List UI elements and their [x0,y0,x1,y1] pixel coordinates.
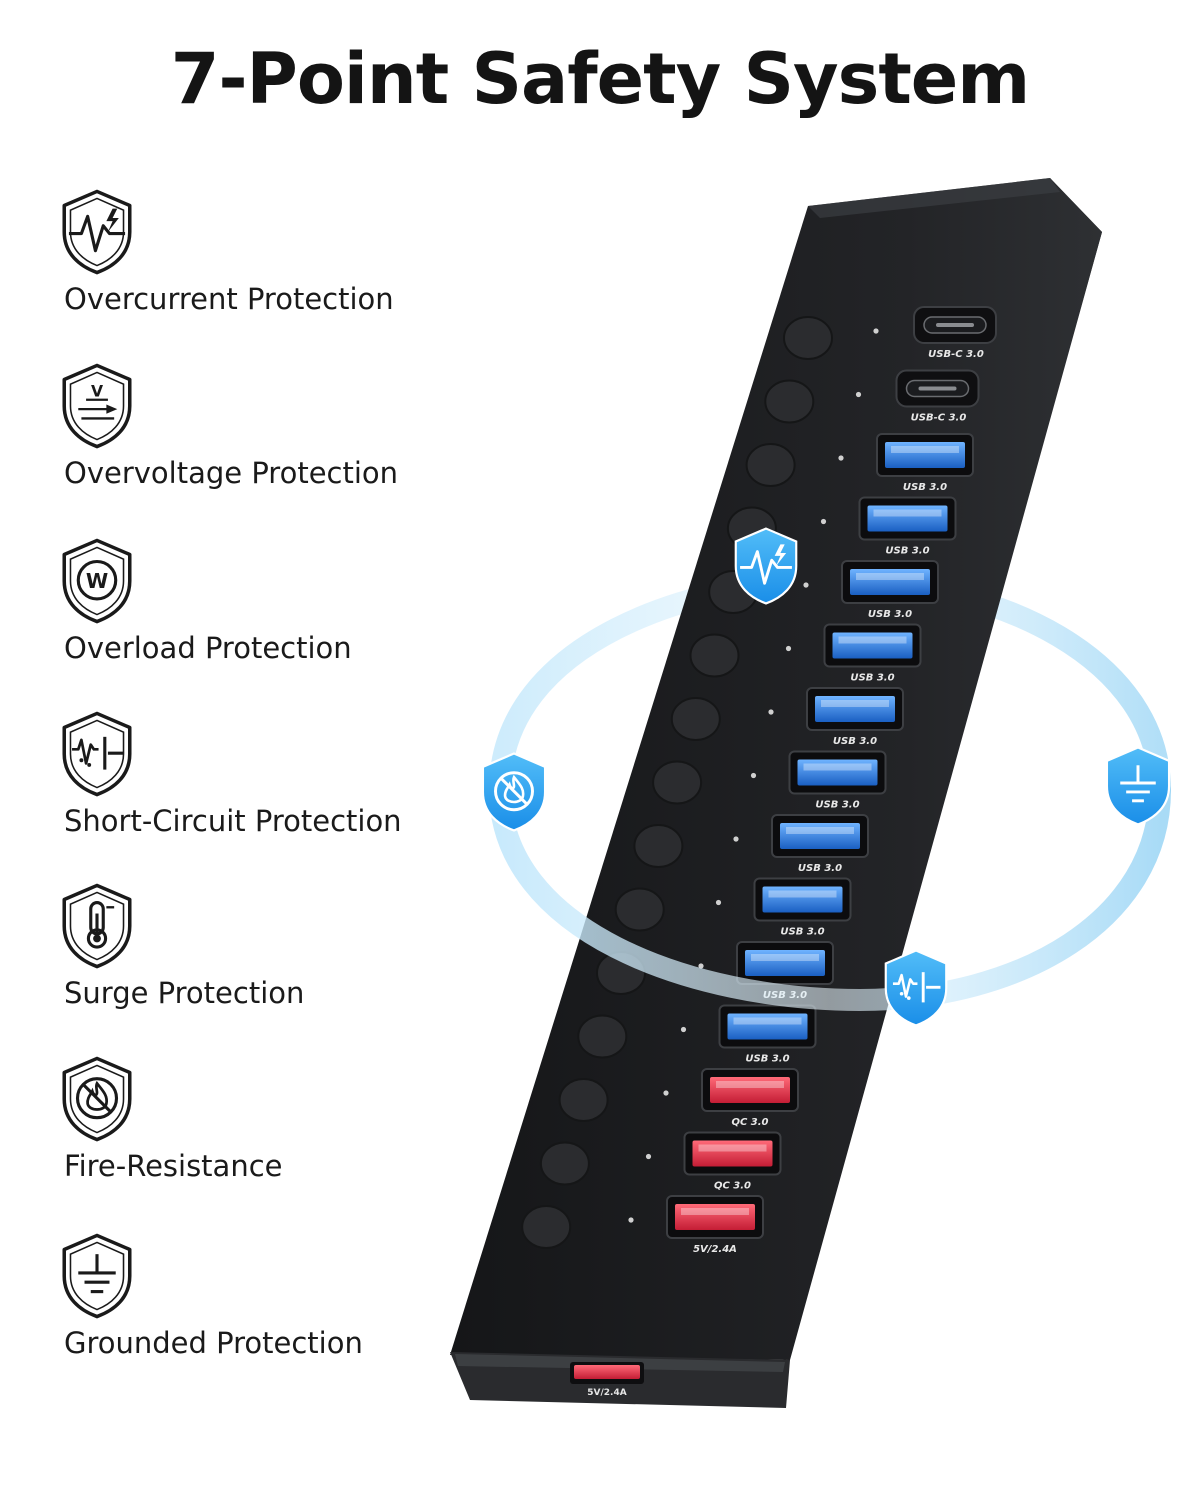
port-led [820,518,827,525]
port-label: QC 3.0 [731,1117,768,1128]
port-led [873,328,879,334]
port-power-button[interactable] [614,887,665,932]
feature-label: Short-Circuit Protection [64,804,402,838]
port-power-button[interactable] [521,1205,572,1249]
page-title: 7-Point Safety System [170,38,1030,120]
overcurrent-icon [62,189,132,275]
port-power-button[interactable] [633,824,684,868]
feature-label: Surge Protection [64,976,305,1010]
port-led [803,582,809,588]
port-label: USB-C 3.0 [911,413,967,424]
svg-text:W: W [86,569,108,593]
hub-port[interactable]: QC 3.0 [539,1131,782,1192]
feature-item: Short-Circuit Protection [58,708,478,858]
hub-port[interactable]: USB-C 3.0 [783,306,997,360]
badge-fire-resistance-icon [481,752,547,832]
svg-text:V: V [91,383,103,401]
hub-port[interactable]: USB 3.0 [633,814,869,874]
port-led [838,455,844,461]
feature-item: Fire-Resistance [58,1053,478,1203]
port-power-button[interactable] [577,1014,628,1059]
feature-label: Grounded Protection [64,1326,363,1360]
port-led [855,391,862,398]
hub-port[interactable]: USB 3.0 [689,623,922,684]
ground-icon [62,1233,132,1319]
port-label: 5V/2.4A [693,1244,737,1255]
hub-port[interactable]: QC 3.0 [558,1068,799,1128]
port-power-button[interactable] [745,443,796,487]
port-power-button[interactable] [558,1078,609,1122]
feature-label: Overcurrent Protection [64,282,394,316]
port-led [768,709,774,715]
hub-port[interactable]: USB-C 3.0 [764,369,980,424]
port-led [628,1217,634,1223]
short-circuit-icon [62,711,132,797]
feature-item: V Overvoltage Protection [58,360,478,510]
port-led [698,963,704,969]
port-power-button[interactable] [689,633,740,678]
port-power-button[interactable] [652,760,703,805]
feature-label: Fire-Resistance [64,1149,283,1183]
port-led [750,772,757,779]
badge-overcurrent-icon [734,527,798,605]
port-label: USB 3.0 [833,736,877,747]
surge-icon [62,883,132,969]
feature-label: Overvoltage Protection [64,456,399,490]
port-label: USB 3.0 [780,927,824,938]
port-label: USB-C 3.0 [928,349,984,360]
port-led [715,899,722,906]
port-led [645,1153,652,1160]
hub-body [450,178,1102,1360]
hub-port[interactable]: USB 3.0 [652,750,887,811]
port-label: USB 3.0 [885,546,929,557]
hub-port[interactable]: USB 3.0 [670,687,904,747]
port-label: USB 3.0 [815,800,859,811]
port-label: USB 3.0 [868,609,912,620]
badge-ground-icon [1105,746,1171,826]
hub-port[interactable]: 5V/2.4A [521,1195,764,1255]
port-label: USB 3.0 [798,863,842,874]
protection-ring-front [489,779,1171,1012]
feature-item: W Overload Protection [58,535,478,685]
port-led [733,836,739,842]
hub-port[interactable]: USB 3.0 [614,877,852,938]
port-power-button[interactable] [783,316,833,360]
port-power-button[interactable] [539,1141,590,1186]
fire-resistance-icon [62,1056,132,1142]
overvoltage-icon: V [62,363,132,449]
port-led [663,1090,669,1096]
feature-item: Overcurrent Protection [58,186,478,336]
badge-short-circuit-icon [884,949,948,1027]
port-label: USB 3.0 [745,1054,789,1065]
port-label: USB 3.0 [850,673,894,684]
feature-item: Grounded Protection [58,1230,478,1380]
port-power-button[interactable] [670,697,721,741]
port-led [680,1026,687,1033]
hub-port[interactable]: USB 3.0 [577,1004,817,1065]
feature-item: Surge Protection [58,880,478,1030]
port-led [785,645,792,652]
feature-label: Overload Protection [64,631,352,665]
hub-port[interactable]: USB 3.0 [745,433,974,493]
overload-icon: W [62,538,132,624]
port-power-button[interactable] [764,379,815,424]
port-label: USB 3.0 [903,482,947,493]
end-port-label: 5V/2.4A [587,1388,626,1398]
port-label: QC 3.0 [714,1181,751,1192]
